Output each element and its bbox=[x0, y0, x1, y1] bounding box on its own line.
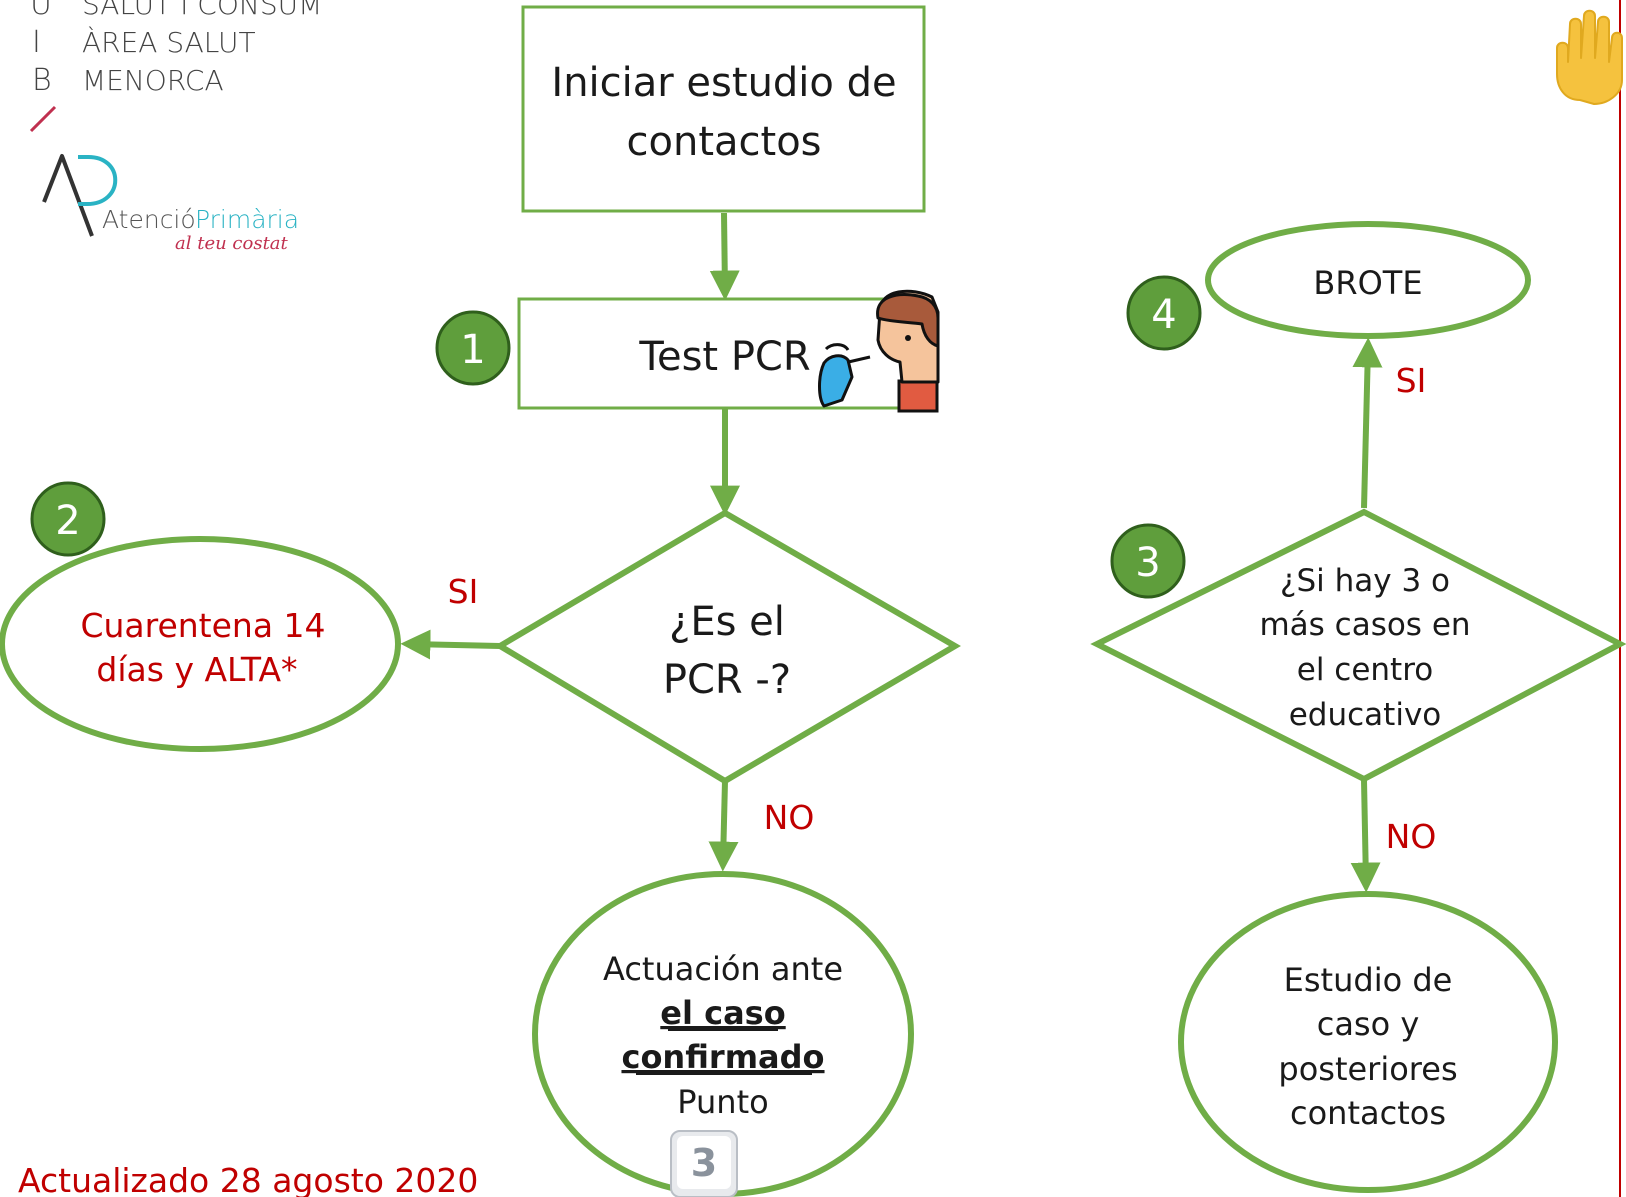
pcr-swab-person-icon bbox=[818, 289, 940, 413]
decision-three-cases: ¿Si hay 3 o más casos en el centro educa… bbox=[1090, 508, 1626, 783]
edge-label-no-right: NO bbox=[1386, 817, 1437, 856]
start-node-line-2: contactos bbox=[627, 119, 822, 165]
ap-logo-text-atencio: Atenció bbox=[102, 205, 196, 234]
footer-updated-date: Actualizado 28 agosto 2020 bbox=[18, 1161, 478, 1197]
ap-logo-tagline: al teu costat bbox=[175, 233, 289, 254]
decision-1-diamond bbox=[494, 509, 961, 785]
decision-2-diamond bbox=[1090, 508, 1626, 783]
decision-1-line-1: ¿Es el bbox=[669, 599, 785, 645]
step-badge-1-label: 1 bbox=[460, 327, 485, 373]
step-badge-2: 2 bbox=[30, 481, 106, 557]
arrow-start-to-test bbox=[709, 212, 740, 301]
decision-2-line-4: educativo bbox=[1289, 697, 1442, 733]
ap-logo-letter-a bbox=[42, 154, 94, 237]
quarantine-ellipse bbox=[0, 536, 401, 752]
start-node-line-1: Iniciar estudio de bbox=[551, 60, 896, 106]
uib-logo: U SALUT I CONSUM I ÀREA SALUT B MENORCA bbox=[29, 0, 322, 133]
decision-2-line-1: ¿Si hay 3 o bbox=[1280, 563, 1450, 599]
outbreak-label: BROTE bbox=[1313, 264, 1422, 302]
quarantine-node: Cuarentena 14 días y ALTA* bbox=[0, 536, 401, 752]
step-badge-3-label: 3 bbox=[1135, 540, 1160, 586]
confirmed-case-line-1: Actuación ante bbox=[603, 950, 843, 988]
logo-line-menorca: MENORCA bbox=[82, 64, 224, 97]
confirmed-case-line-4: Punto bbox=[677, 1083, 768, 1121]
arrow-decision2-to-study bbox=[1350, 779, 1381, 893]
decision-2-line-2: más casos en bbox=[1259, 607, 1470, 643]
test-node-box bbox=[517, 297, 933, 410]
step-badge-4-label: 4 bbox=[1151, 292, 1176, 338]
study-line-2: caso y bbox=[1317, 1005, 1420, 1043]
logo-line-salut-consum: SALUT I CONSUM bbox=[82, 0, 322, 21]
confirmed-case-link-1[interactable]: el caso bbox=[660, 994, 785, 1032]
test-node: Test PCR bbox=[517, 297, 933, 410]
arrows bbox=[400, 212, 1383, 893]
edge-label-si-right: SI bbox=[1396, 361, 1427, 400]
logo-line-area-salut: ÀREA SALUT bbox=[82, 25, 256, 59]
confirmed-case-link-2[interactable]: confirmado bbox=[621, 1038, 824, 1076]
quarantine-line-1: Cuarentena 14 bbox=[80, 606, 325, 645]
atencio-primaria-logo: Atenció Primària al teu costat bbox=[42, 154, 299, 254]
test-node-label: Test PCR bbox=[638, 334, 810, 380]
ap-logo-text-primaria: Primària bbox=[195, 205, 299, 234]
study-line-3: posteriores bbox=[1278, 1050, 1457, 1088]
edge-label-si-left: SI bbox=[448, 572, 479, 611]
keycap-3-label: 3 bbox=[691, 1141, 717, 1185]
step-badge-2-label: 2 bbox=[55, 498, 80, 544]
outbreak-ellipse bbox=[1205, 221, 1531, 339]
logo-slash bbox=[29, 105, 57, 133]
step-badge-3: 3 bbox=[1110, 523, 1186, 599]
study-node: Estudio de caso y posteriores contactos bbox=[1178, 891, 1558, 1193]
arrow-decision-to-confirmed bbox=[708, 780, 739, 872]
study-line-1: Estudio de bbox=[1284, 961, 1453, 999]
decision-2-line-3: el centro bbox=[1297, 652, 1434, 688]
outbreak-node: BROTE bbox=[1205, 221, 1531, 339]
logo-letter-u: U bbox=[30, 0, 52, 22]
arrow-decision2-to-outbreak bbox=[1352, 337, 1383, 509]
decision-pcr-negative: ¿Es el PCR -? bbox=[494, 509, 961, 785]
start-node: Iniciar estudio de contactos bbox=[521, 5, 926, 213]
study-line-4: contactos bbox=[1290, 1094, 1446, 1132]
keycap-3-icon: 3 bbox=[670, 1130, 738, 1197]
study-circle bbox=[1178, 891, 1558, 1193]
logo-letter-b: B bbox=[32, 63, 52, 98]
edge-label-no-center: NO bbox=[764, 798, 815, 837]
arrow-decision-to-quarantine bbox=[400, 629, 501, 660]
decision-1-line-2: PCR -? bbox=[663, 657, 791, 703]
step-badge-1: 1 bbox=[435, 310, 511, 386]
step-badge-4: 4 bbox=[1126, 275, 1202, 351]
ap-logo-letter-p bbox=[78, 154, 118, 207]
logo-letter-i: I bbox=[32, 25, 41, 60]
confirmed-case-node: Actuación ante el caso confirmado Punto bbox=[532, 871, 914, 1197]
quarantine-line-2: días y ALTA* bbox=[96, 650, 297, 689]
start-node-box bbox=[521, 5, 926, 213]
raised-hand-icon bbox=[1556, 9, 1623, 105]
